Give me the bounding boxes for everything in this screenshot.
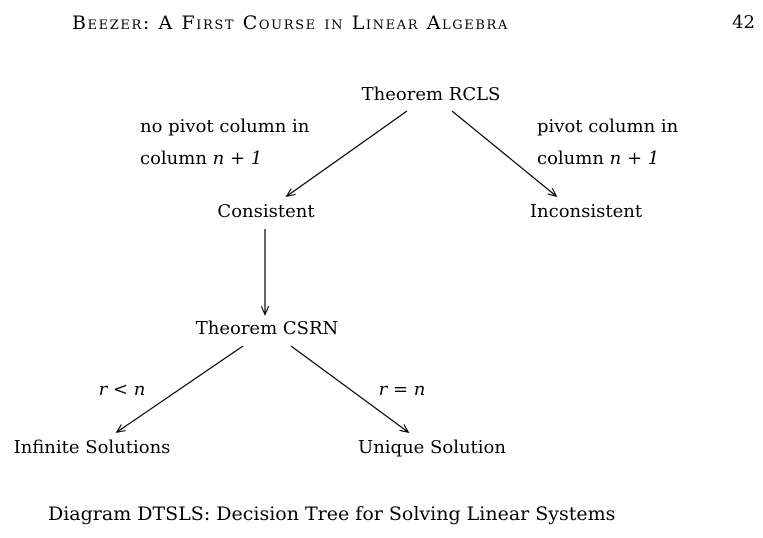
edge-label-no-pivot-column: no pivot column in column n + 1 xyxy=(140,111,309,175)
edge-label-no-pivot-line2-word: column xyxy=(140,148,207,169)
node-theorem-rcls: Theorem RCLS xyxy=(361,84,501,105)
edge-label-r-less-than-n: r < n xyxy=(98,379,146,400)
edge-label-no-pivot-line2: column n + 1 xyxy=(140,143,309,175)
edge-csrn-to-infinite xyxy=(115,345,244,434)
edge-label-pivot-line2-math: n + 1 xyxy=(609,148,660,169)
node-inconsistent: Inconsistent xyxy=(529,201,643,222)
running-head-title: Beezer: A First Course in Linear Algebra xyxy=(72,12,509,34)
edge-rcls-to-inconsistent xyxy=(451,110,558,198)
diagram-caption: Diagram DTSLS: Decision Tree for Solving… xyxy=(48,503,616,525)
edge-label-no-pivot-line2-math: n + 1 xyxy=(212,148,263,169)
node-unique-solution: Unique Solution xyxy=(358,437,506,458)
node-infinite-solutions: Infinite Solutions xyxy=(13,437,171,458)
page-number: 42 xyxy=(732,12,755,33)
edge-rcls-to-consistent xyxy=(285,110,408,198)
edge-label-pivot-line2: column n + 1 xyxy=(537,143,678,175)
edge-label-r-equals-n: r = n xyxy=(378,379,426,400)
node-consistent: Consistent xyxy=(217,201,315,222)
edge-label-pivot-line1: pivot column in xyxy=(537,116,679,137)
edge-label-no-pivot-line1: no pivot column in xyxy=(140,116,310,137)
edge-label-pivot-column: pivot column in column n + 1 xyxy=(537,111,678,175)
edge-label-pivot-line2-word: column xyxy=(537,148,604,169)
edge-csrn-to-unique xyxy=(290,345,410,434)
node-theorem-csrn: Theorem CSRN xyxy=(195,318,339,339)
